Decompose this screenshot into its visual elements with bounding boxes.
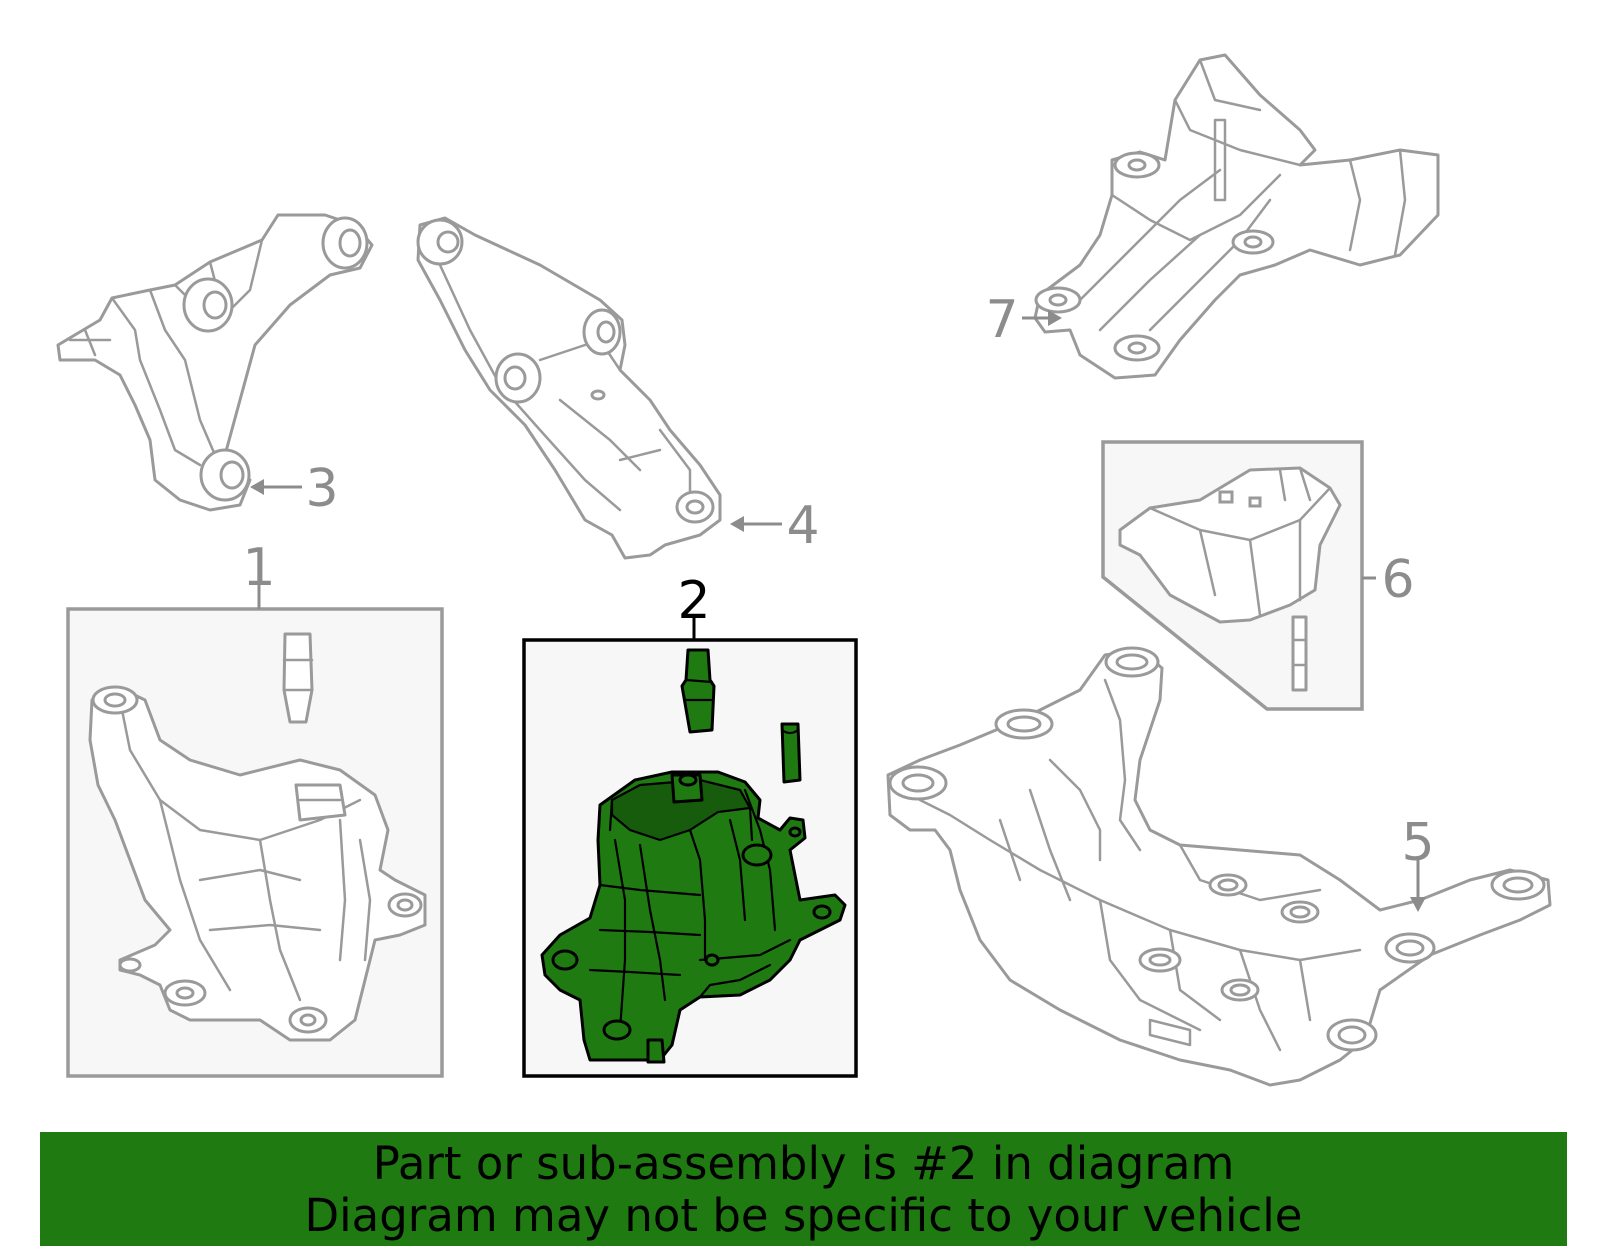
callout-6: 6	[1381, 550, 1414, 610]
part-4-bracket[interactable]	[416, 216, 722, 560]
part-7-mount[interactable]	[1033, 53, 1440, 380]
callout-3: 3	[305, 459, 338, 519]
arrow-5	[1410, 897, 1426, 912]
arrow-3	[250, 479, 264, 495]
callout-1: 1	[242, 538, 275, 598]
callout-5: 5	[1401, 813, 1434, 873]
part-2-engine-mount[interactable]	[540, 648, 847, 1064]
banner-line-1: Part or sub-assembly is #2 in diagram	[372, 1137, 1235, 1190]
info-banner: Part or sub-assembly is #2 in diagram Di…	[40, 1132, 1567, 1246]
banner-line-2: Diagram may not be specific to your vehi…	[304, 1189, 1303, 1242]
part-1-mount[interactable]	[88, 632, 427, 1042]
part-3-bracket[interactable]	[56, 213, 374, 512]
callout-4: 4	[786, 496, 819, 556]
arrow-4	[730, 516, 744, 532]
callout-7: 7	[985, 290, 1018, 350]
arrow-7	[1048, 310, 1062, 326]
part-6-mount[interactable]	[1118, 466, 1342, 692]
part-5-subframe[interactable]	[886, 646, 1552, 1087]
callout-2: 2	[677, 571, 710, 631]
